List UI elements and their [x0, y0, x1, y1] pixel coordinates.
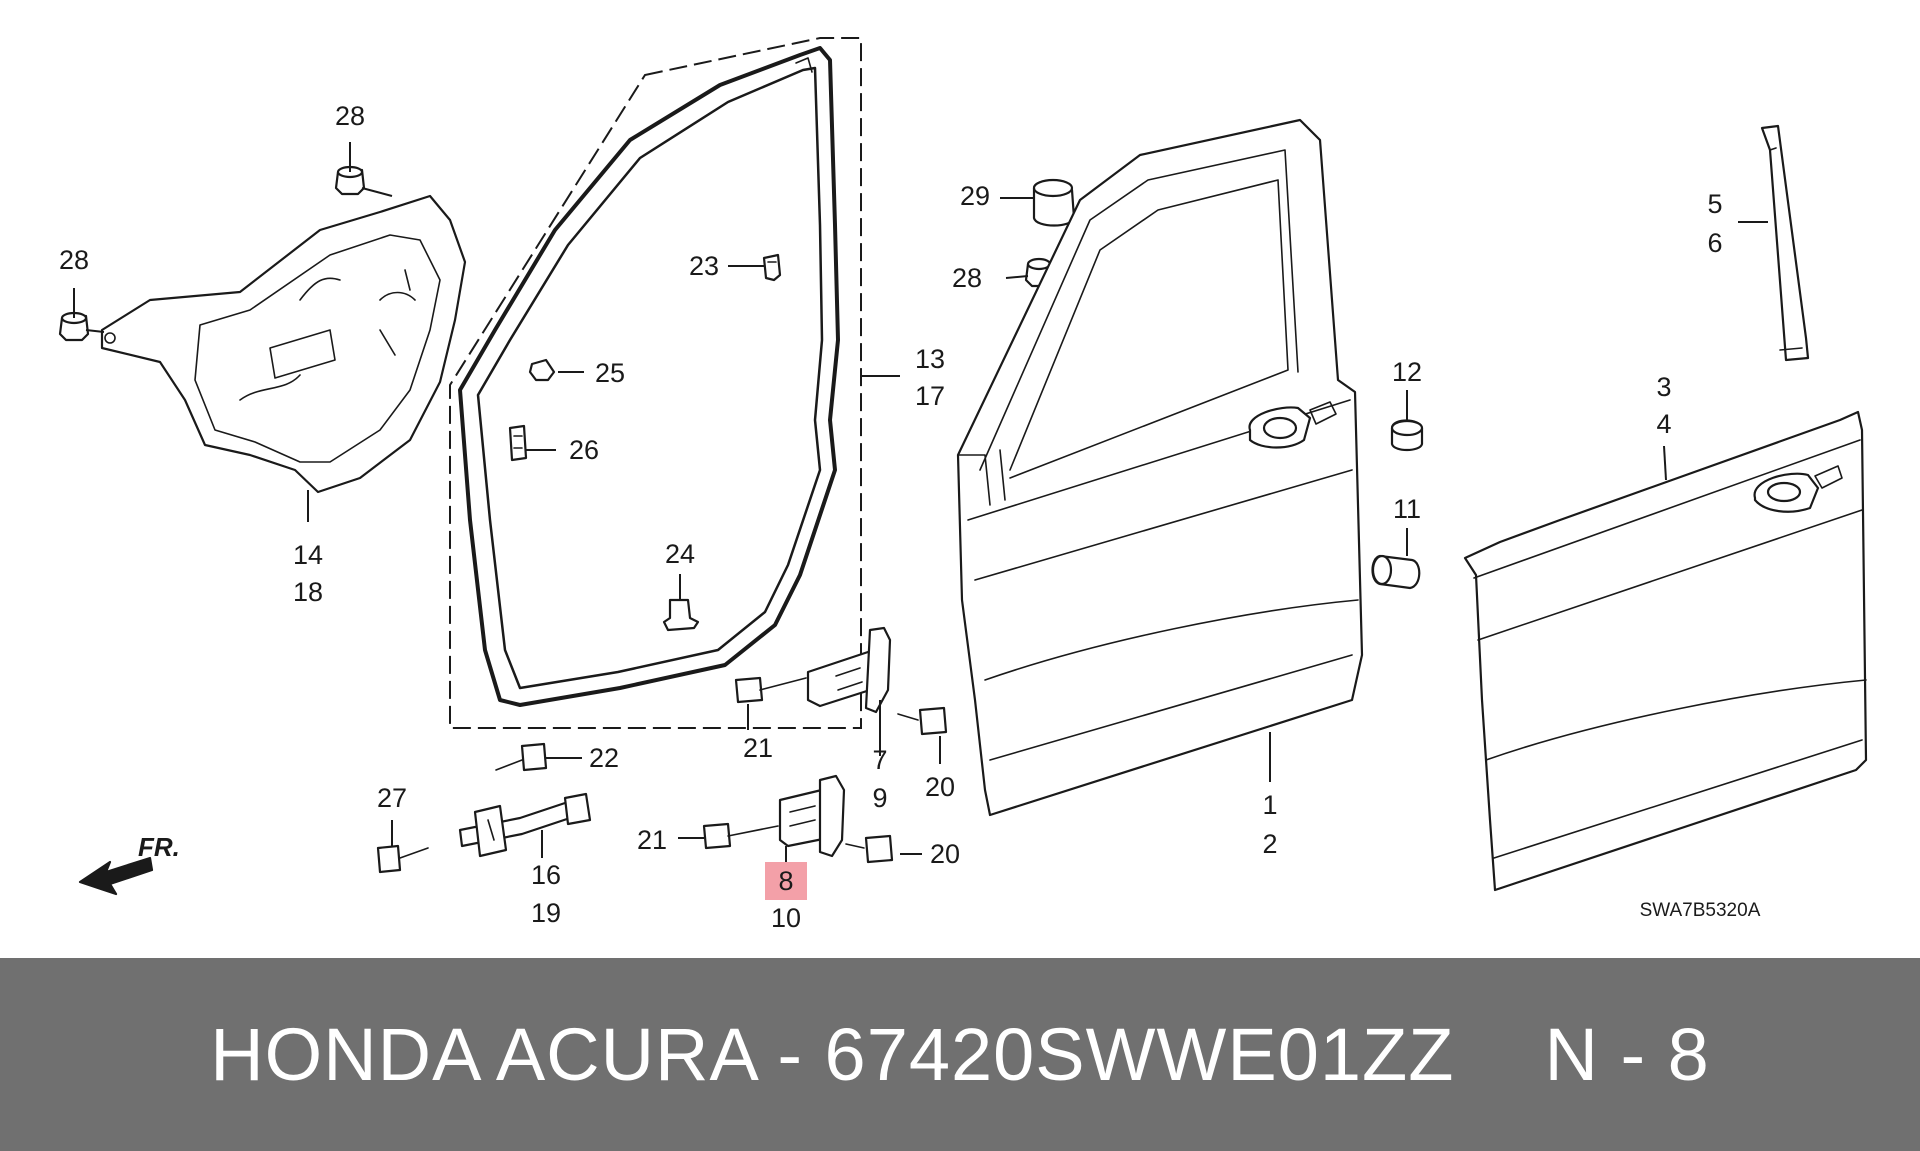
parts-diagram: FR. 28 28 14 18 23 25 26 [58, 37, 1868, 933]
callout-21-a: 21 [743, 733, 773, 763]
part-number-title: HONDA ACURA - 67420SWWE01ZZ [210, 1013, 1455, 1096]
door-checker-part [458, 792, 592, 858]
lower-hinge-part [778, 774, 846, 858]
direction-label: FR. [138, 832, 180, 862]
bolt-22 [495, 742, 548, 772]
callout-12: 12 [1392, 357, 1422, 387]
callout-14: 14 [293, 540, 323, 570]
callout-20-b: 20 [930, 839, 960, 869]
callout-23: 23 [689, 251, 719, 281]
callout-17: 17 [915, 381, 945, 411]
bolt-20-lower [845, 834, 894, 864]
bolt-20-upper [897, 706, 948, 736]
clip-26 [508, 424, 528, 462]
clip-25 [528, 358, 556, 382]
bolt-27 [376, 844, 429, 874]
callout-26: 26 [569, 435, 599, 465]
weatherstrip-part [449, 37, 862, 729]
callout-25: 25 [595, 358, 625, 388]
callout-10: 10 [771, 903, 801, 933]
grommet-11 [1371, 554, 1421, 590]
callout-20-a: 20 [925, 772, 955, 802]
callout-3: 3 [1656, 372, 1671, 402]
callout-13: 13 [915, 344, 945, 374]
callout-28-a: 28 [335, 101, 365, 131]
diagram-position: N - 8 [1544, 1013, 1710, 1096]
callout-4: 4 [1656, 409, 1671, 439]
callout-21-b: 21 [637, 825, 667, 855]
callout-labels: 28 28 14 18 23 25 26 24 13 17 29 28 12 1… [59, 101, 1761, 933]
door-shell-part [956, 118, 1364, 817]
clip-24 [662, 598, 700, 632]
callout-29: 29 [960, 181, 990, 211]
callout-27: 27 [377, 783, 407, 813]
callout-16: 16 [531, 860, 561, 890]
bolt-21-lower [702, 822, 779, 850]
callout-24: 24 [665, 539, 695, 569]
leader-lines [73, 142, 1768, 866]
clip-23 [762, 253, 782, 282]
callout-7: 7 [872, 745, 887, 775]
callout-11: 11 [1393, 494, 1421, 524]
bolt-21-upper [734, 676, 807, 704]
grommet-29 [1032, 178, 1076, 227]
callout-8-highlight [765, 862, 807, 900]
grommet-12 [1390, 419, 1424, 452]
part-info-banner: HONDA ACURA - 67420SWWE01ZZ N - 8 [0, 958, 1920, 1151]
callout-9: 9 [872, 783, 887, 813]
callout-18: 18 [293, 577, 323, 607]
callout-28-c: 28 [952, 263, 982, 293]
callout-19: 19 [531, 898, 561, 928]
callout-5: 5 [1707, 189, 1722, 219]
callout-1: 1 [1262, 790, 1277, 820]
callout-8: 8 [778, 866, 793, 896]
diagram-code: SWA7B5320A [1640, 900, 1761, 921]
door-skin-part [1463, 410, 1868, 892]
door-water-shield-part [100, 194, 467, 494]
callout-22: 22 [589, 743, 619, 773]
front-direction-arrow: FR. [78, 832, 180, 896]
callout-28-b: 28 [59, 245, 89, 275]
upper-hinge-part [806, 626, 892, 714]
callout-6: 6 [1707, 228, 1722, 258]
callout-2: 2 [1262, 829, 1277, 859]
sash-trim-part [1760, 124, 1810, 362]
